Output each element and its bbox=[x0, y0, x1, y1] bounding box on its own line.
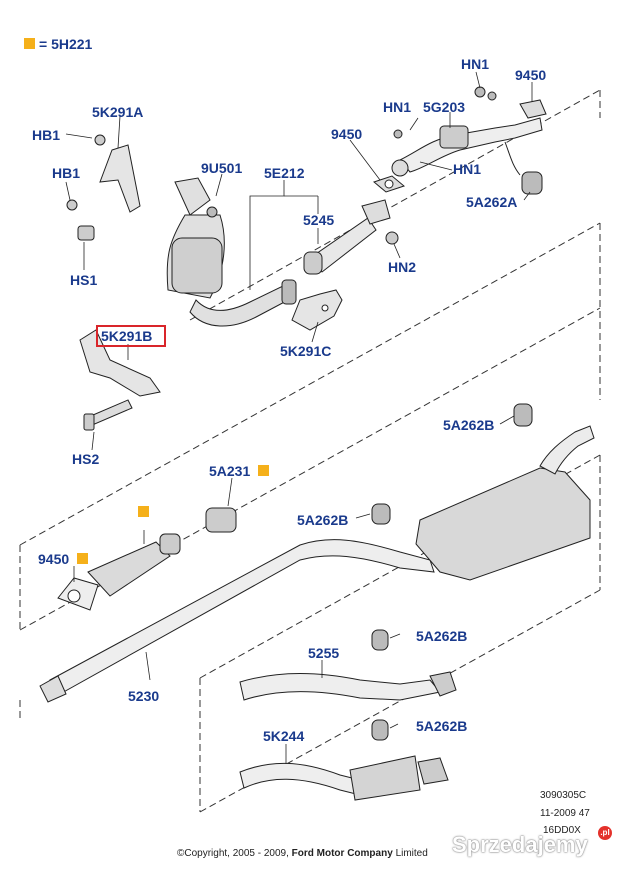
label-9450-low: 9450 bbox=[38, 551, 70, 567]
clamp-5a231 bbox=[205, 507, 237, 533]
label-5a231: 5A231 bbox=[209, 463, 251, 479]
legend-marker bbox=[24, 38, 35, 49]
label-hb1-b: HB1 bbox=[52, 165, 81, 181]
watermark-text: Sprzedajemy bbox=[452, 832, 588, 857]
copyright-suffix: Limited bbox=[395, 848, 428, 859]
bracket-5k291a bbox=[66, 134, 141, 241]
label-5k244: 5K244 bbox=[263, 728, 305, 744]
marker-5a231 bbox=[258, 465, 269, 476]
highlight-5k291b bbox=[96, 325, 166, 347]
label-hn1-left: HN1 bbox=[383, 99, 412, 115]
copyright-brand: Ford Motor Company bbox=[291, 848, 393, 859]
legend-text: = 5H221 bbox=[39, 36, 93, 52]
label-5a262b-1: 5A262B bbox=[443, 417, 495, 433]
label-hn1-top: HN1 bbox=[461, 56, 490, 72]
label-9u501: 9U501 bbox=[201, 160, 243, 176]
label-5a262b-2: 5A262B bbox=[297, 512, 349, 528]
pipe-5245 bbox=[303, 199, 399, 275]
footer-code-1: 3090305C bbox=[540, 790, 587, 801]
label-5a262b-3: 5A262B bbox=[416, 628, 468, 644]
label-5k291c: 5K291C bbox=[280, 343, 332, 359]
watermark-badge: .pl bbox=[598, 826, 612, 840]
label-hs1: HS1 bbox=[70, 272, 98, 288]
pipe-5255 bbox=[239, 629, 457, 701]
label-hb1-a: HB1 bbox=[32, 127, 61, 143]
label-5255: 5255 bbox=[308, 645, 340, 661]
copyright: ©Copyright, 2005 - 2009, Ford Motor Comp… bbox=[177, 848, 428, 859]
label-5e212: 5E212 bbox=[264, 165, 305, 181]
label-5230: 5230 bbox=[128, 688, 160, 704]
label-5k291b: 5K291B bbox=[101, 328, 153, 344]
catalyst-5e212 bbox=[166, 177, 297, 327]
marker-catalyst bbox=[138, 506, 149, 517]
marker-9450-low bbox=[77, 553, 88, 564]
rear-muffler bbox=[371, 403, 595, 581]
label-5k291a: 5K291A bbox=[92, 104, 144, 120]
copyright-prefix: ©Copyright, 2005 - 2009, bbox=[177, 848, 289, 859]
label-9450-mid: 9450 bbox=[331, 126, 363, 142]
label-hn1-right: HN1 bbox=[453, 161, 482, 177]
footer-code-2: 11-2009 47 bbox=[540, 808, 590, 819]
footer-code-3: 16DD0X bbox=[543, 825, 581, 836]
label-5g203: 5G203 bbox=[423, 99, 466, 115]
gasket-9450-mid bbox=[372, 175, 406, 193]
bracket-5k291c bbox=[291, 289, 343, 331]
label-hs2: HS2 bbox=[72, 451, 100, 467]
label-5a262a: 5A262A bbox=[466, 194, 518, 210]
label-5245: 5245 bbox=[303, 212, 335, 228]
pipe-5230 bbox=[39, 539, 435, 703]
lower-dashed-panel bbox=[19, 454, 601, 813]
leader-lines bbox=[65, 71, 533, 764]
pipe-5g203 bbox=[391, 86, 547, 195]
label-9450-top: 9450 bbox=[515, 67, 547, 83]
front-catalyst bbox=[57, 533, 181, 611]
pipe-5k244 bbox=[239, 719, 449, 801]
label-hn2: HN2 bbox=[388, 259, 417, 275]
label-5a262b-4: 5A262B bbox=[416, 718, 468, 734]
